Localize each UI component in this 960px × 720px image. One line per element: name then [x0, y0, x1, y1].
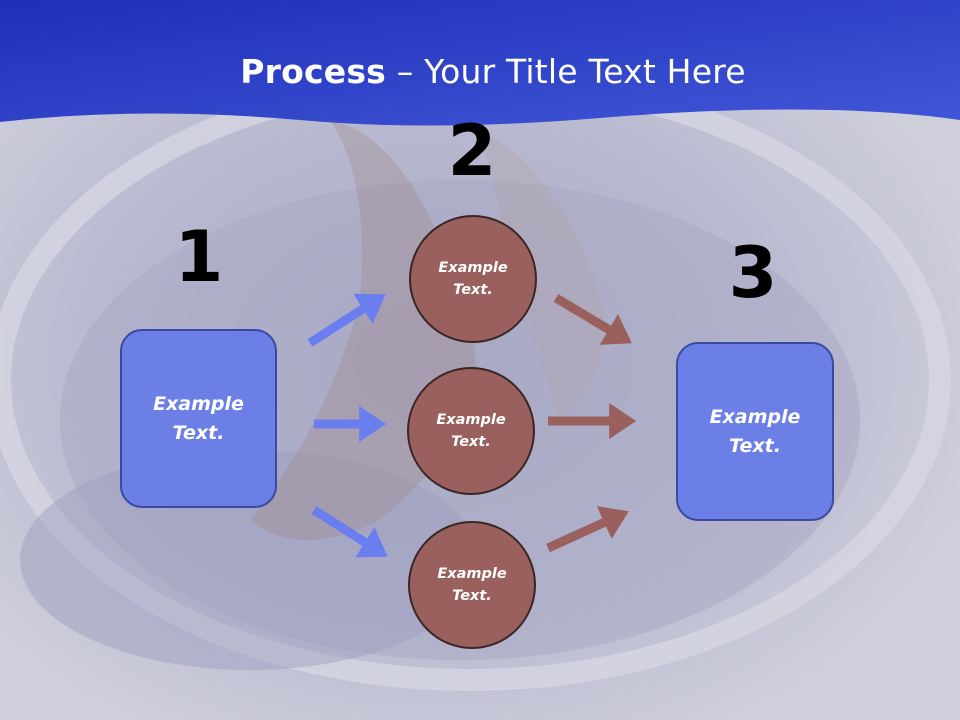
arrow-left-to-top	[307, 293, 386, 347]
header-band	[0, 0, 960, 126]
step-number-2: 2	[447, 110, 497, 192]
circle-middle: Example Text.	[407, 367, 535, 495]
circle-top: Example Text.	[409, 215, 537, 343]
left-box-text: Example Text.	[153, 393, 244, 444]
arrow-bot-to-right	[546, 506, 629, 553]
step-number-3: 3	[728, 232, 778, 314]
left-process-box: Example Text.	[120, 329, 277, 508]
circle-bottom: Example Text.	[408, 521, 536, 649]
title-rest: – Your Title Text Here	[386, 52, 746, 91]
arrow-top-to-right	[553, 294, 632, 345]
arrow-left-to-bot	[311, 506, 388, 558]
right-process-box: Example Text.	[676, 342, 834, 521]
circle-bottom-text: Example Text.	[437, 565, 507, 604]
slide-title: Process – Your Title Text Here	[0, 52, 960, 91]
circle-top-text: Example Text.	[438, 259, 508, 298]
title-bold: Process	[240, 52, 387, 91]
circle-middle-text: Example Text.	[436, 411, 506, 450]
step-number-1: 1	[174, 216, 224, 298]
right-box-text: Example Text.	[709, 406, 801, 457]
